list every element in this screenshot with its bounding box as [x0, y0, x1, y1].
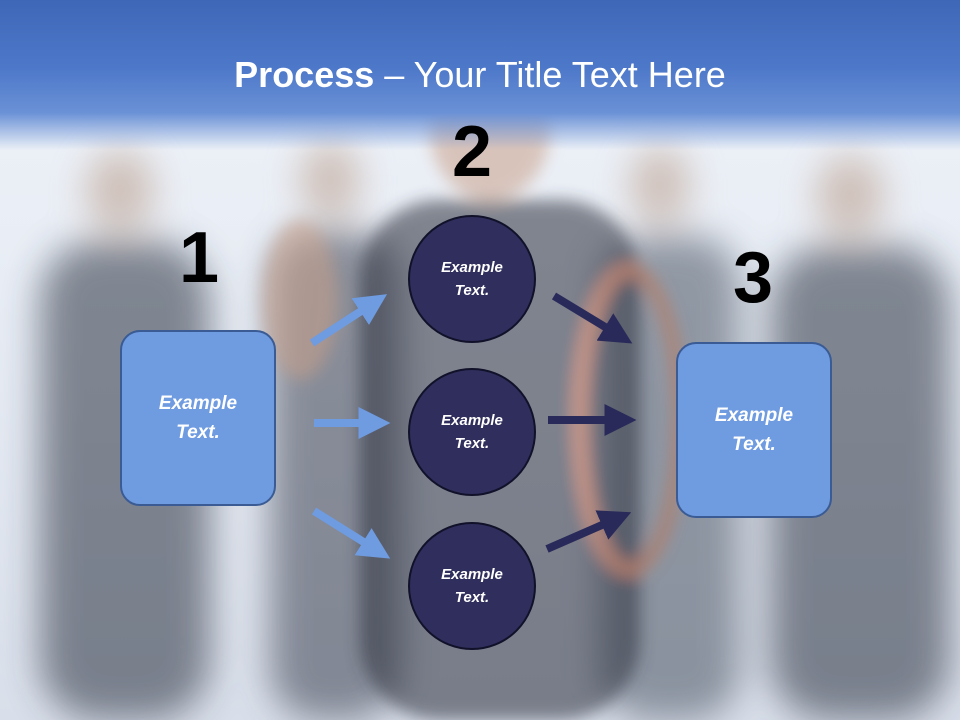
step-number-1: 1 — [178, 218, 220, 298]
process-box-right-label: Example Text. — [714, 405, 794, 455]
process-circle-top: Example Text. — [408, 215, 536, 343]
process-box-left-label: Example Text. — [158, 393, 238, 443]
process-box-right: Example Text. — [676, 342, 832, 518]
process-circle-top-label: Example Text. — [441, 259, 503, 299]
slide-title: Process – Your Title Text Here — [0, 52, 960, 98]
arrow-bottom-to-right — [545, 510, 632, 553]
arrow-left-to-bottom — [311, 507, 391, 559]
header-band — [0, 0, 960, 150]
arrow-top-to-right — [551, 292, 633, 344]
process-box-left: Example Text. — [120, 330, 276, 506]
process-circle-middle-label: Example Text. — [441, 412, 503, 452]
slide-title-strong: Process — [234, 54, 375, 95]
process-circle-bottom-label: Example Text. — [441, 566, 503, 606]
slide-title-rest: – Your Title Text Here — [374, 54, 726, 95]
arrow-left-to-top — [309, 294, 388, 347]
step-number-2: 2 — [451, 112, 493, 192]
process-circle-middle: Example Text. — [408, 368, 536, 496]
process-circle-bottom: Example Text. — [408, 522, 536, 650]
step-number-3: 3 — [732, 238, 774, 318]
